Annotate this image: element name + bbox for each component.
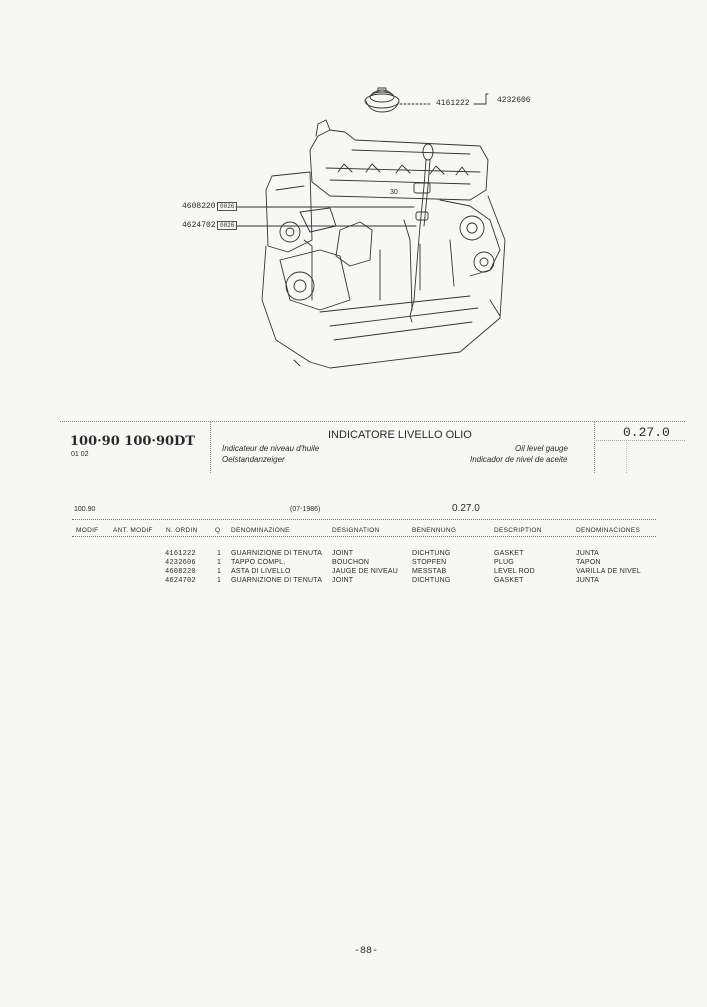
desc-it: TAPPO COMPL. (231, 559, 286, 566)
header-top-rule (60, 421, 685, 422)
engine-illustration (235, 87, 506, 369)
filler-cap-drawing (364, 87, 400, 113)
section-title-en: Oil level gauge (515, 444, 568, 453)
callout-4608220: 4608220 (182, 202, 216, 211)
column-header: Q (215, 527, 221, 534)
desc-fr: JOINT (332, 577, 354, 584)
engine-block-drawing (261, 119, 506, 369)
quantity: 1 (217, 577, 222, 584)
engine-mark: 30 (390, 189, 398, 196)
quantity: 1 (217, 550, 222, 557)
desc-it: ASTA DI LIVELLO (231, 568, 291, 575)
column-header: DENOMINAZIONE (231, 527, 290, 534)
part-number: 4232606 (165, 559, 196, 567)
callout-4232606: 4232606 (497, 96, 531, 105)
dipstick-drawing (409, 143, 434, 323)
desc-es: VARILLA DE NIVEL (576, 568, 641, 575)
section-title-es: Indicador de nivel de aceite (470, 455, 568, 464)
section-title-de: Oelstandanzeiger (222, 455, 285, 464)
desc-it: GUARNIZIONE DI TENUTA (231, 577, 323, 584)
model-names: 100·90 100·90DT (70, 434, 195, 449)
table-rule (72, 536, 656, 537)
desc-en: PLUG (494, 559, 514, 566)
desc-de: STOPFEN (412, 559, 447, 566)
part-number: 4624702 (165, 577, 196, 585)
callout-code-0026-b: 0026 (217, 221, 238, 230)
desc-fr: JOINT (332, 550, 354, 557)
desc-de: DICHTUNG (412, 550, 451, 557)
desc-de: MESSTAB (412, 568, 447, 575)
desc-de: DICHTUNG (412, 577, 451, 584)
section-title-it: INDICATORE LIVELLO OLIO (328, 429, 472, 441)
header-divider (626, 440, 627, 473)
section-title-fr: Indicateur de niveau d'huile (222, 444, 320, 453)
group-code: 0.27.0 (623, 425, 670, 440)
header-divider (210, 421, 211, 473)
desc-en: GASKET (494, 550, 524, 557)
column-header: MODIF (76, 527, 99, 534)
desc-es: JUNTA (576, 550, 600, 557)
column-header: DESCRIPTION (494, 527, 542, 534)
desc-en: LEVEL ROD (494, 568, 535, 575)
callout-4624702: 4624702 (182, 221, 216, 230)
desc-fr: BOUCHON (332, 559, 370, 566)
header-code-rule (594, 440, 685, 441)
column-header: BENENNUNG (412, 527, 457, 534)
table-rule (72, 519, 656, 520)
desc-es: TAPON (576, 559, 601, 566)
callout-code-0026-a: 0026 (217, 202, 238, 211)
desc-en: GASKET (494, 577, 524, 584)
quantity: 1 (217, 568, 222, 575)
page-number: -88- (354, 946, 379, 957)
column-header: N. ORDIN (166, 527, 198, 534)
table-model: 100.90 (74, 506, 96, 513)
part-number: 4161222 (165, 550, 196, 558)
desc-it: GUARNIZIONE DI TENUTA (231, 550, 323, 557)
table-group-code: 0.27.0 (452, 503, 480, 514)
callout-4161222: 4161222 (436, 99, 470, 108)
desc-fr: JAUGE DE NIVEAU (332, 568, 399, 575)
quantity: 1 (217, 559, 222, 566)
model-sub-codes: 01 02 (71, 451, 89, 458)
column-header: DESIGNATION (332, 527, 380, 534)
header-divider (594, 421, 595, 473)
table-date: (07-1986) (290, 506, 321, 513)
column-header: ANT. MODIF (113, 527, 153, 534)
desc-es: JUNTA (576, 577, 600, 584)
column-header: DENOMINACIONES (576, 527, 641, 534)
part-number: 4608220 (165, 568, 196, 576)
